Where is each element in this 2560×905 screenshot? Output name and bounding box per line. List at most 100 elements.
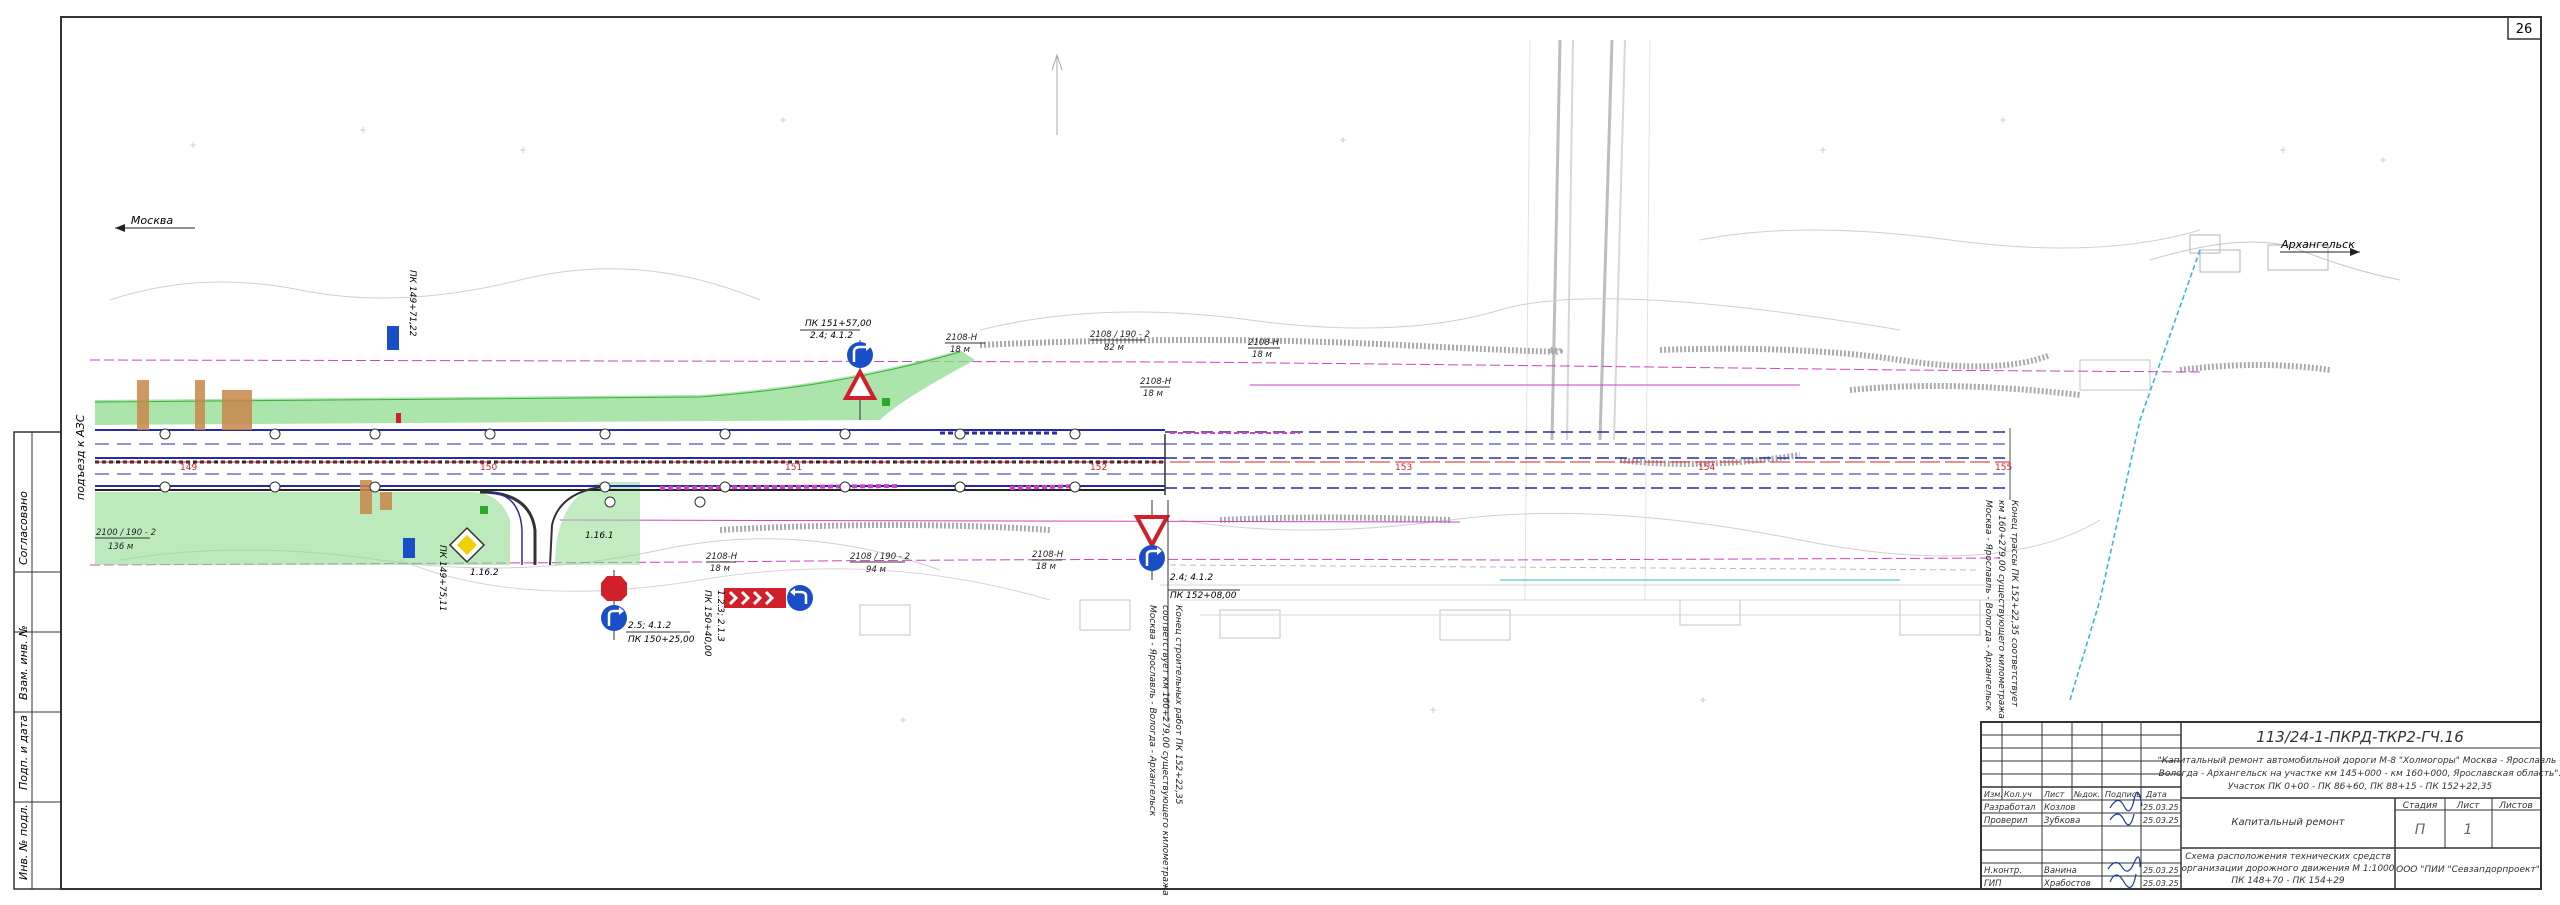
end-of-track-note: Конец трассы ПК 152+22,35 соответствует … [1983,500,2019,719]
col-izm: Изм. [1984,790,2003,799]
end-track-2: км 160+279,00 существующего километража [1996,500,2006,719]
guard-2-len: 18 м [950,345,971,355]
row-1-role: Проверил [1984,816,2028,826]
drawing-title-2: организации дорожного движения М 1:1000 [2181,864,2394,874]
guard-5-len: 18 м [1252,350,1273,360]
pk-left-bottom: ПК 149+75,11 [437,545,447,612]
give-way-inverted-triangle-icon [1133,515,1171,550]
col-data: Дата [2145,790,2167,799]
sign-bottom-code: 2.5; 4.1.2 [628,621,671,631]
left-stamp-strip: Согласовано Взам. инв. № Подп. и дата Ин… [13,431,62,890]
sign-left-code: 1.16.1 [585,531,614,541]
end-note-3: Москва - Ярославль - Вологда - Архангель… [1147,605,1157,817]
title-block-text: 113/24-1-ПКРД-ТКР2-ГЧ.16 "Капитальный ре… [1984,728,2560,889]
stamp-sign-date: Подп. и дата [17,715,30,790]
blue-plate-bottom [403,538,415,558]
end-note-1: Конец строительных работ ПК 152+22,35 [1173,605,1183,805]
boundary-lines [89,359,2201,566]
sheet-value: 1 [2464,822,2473,838]
guard-4: 2108-Н [1140,377,1172,387]
picket-151: 151 [785,463,802,473]
guardrail-callouts: 2100 / 190 - 2 136 м 2108-Н 18 м 2108 / … [95,330,1280,575]
row-4-name: Ванина [2044,866,2077,876]
direction-right-label: Архангельск [2280,238,2355,251]
end-track-3: Москва - Ярославль - Вологда - Архангель… [1983,500,1993,712]
guard-1-len: 136 м [108,542,134,552]
guard-3-len: 82 м [1104,343,1125,353]
stop-sign-icon [601,576,627,601]
stamp-inv: Инв. № подл. [17,804,30,880]
drawing-title-3: ПК 148+70 - ПК 154+29 [2231,876,2345,886]
give-way-triangle-icon [842,367,878,400]
end-note-2: соответствует км 160+279,00 существующег… [1160,605,1170,896]
utility-line-cyan [2069,249,2201,701]
col-ndok: №док. [2073,790,2100,799]
guard-7: 2108-Н [1032,550,1064,560]
drawing-code: 113/24-1-ПКРД-ТКР2-ГЧ.16 [2256,728,2464,746]
row-0-date: 25.03.25 [2143,803,2179,812]
direction-right: Архангельск [2280,238,2360,256]
sign-group-right: 2.4; 4.1.2 ПК 152+08,00 [1133,500,1240,601]
turn-right-sign-icon [1139,545,1165,571]
project-line-3: Участок ПК 0+00 - ПК 86+60, ПК 88+15 - П… [2228,782,2492,792]
side-road-label: подъезд к АЗС [74,414,87,500]
stage-value: П [2415,822,2426,838]
picket-153: 153 [1395,463,1412,473]
picket-149: 149 [180,463,197,473]
sign-top-code: 2.4; 4.1.2 [810,331,853,341]
sign-bottom-2-code: 1.2.3; 2.1.3 [715,590,725,642]
col-podpis: Подпись [2105,790,2141,799]
sign-diamond-code: 1.16.2 [470,568,499,578]
guard-6: 2108 / 190 - 2 [850,552,910,562]
road-plan [94,350,2011,566]
signatures [2107,791,2143,889]
turn-left-sign-icon [787,585,813,611]
row-1-date: 25.03.25 [2143,816,2179,825]
row-4-date: 25.03.25 [2143,866,2179,875]
row-5-date: 25.03.25 [2143,879,2179,888]
direction-left-label: Москва [131,214,173,227]
row-0-role: Разработал [1984,803,2036,813]
row-1-name: Зубкова [2044,816,2080,826]
picket-labels: 149 150 151 152 153 154 155 [180,463,2012,473]
row-5-name: Храбостов [2043,879,2091,889]
sign-group-top: ПК 151+57,00 2.4; 4.1.2 [800,319,878,420]
end-of-works-note: Конец строительных работ ПК 152+22,35 со… [1147,500,1183,896]
row-0-name: Козлов [2044,803,2075,813]
guard-6-len: 94 м [866,565,887,575]
picket-155: 155 [1995,463,2012,473]
turn-right-sign-bottom-icon [601,605,627,631]
guard-7-len: 18 м [1036,562,1057,572]
picket-152: 152 [1090,463,1107,473]
title-block [1980,721,2542,890]
priority-road-sign: 1.16.2 [448,526,499,578]
col-list: Лист [2043,790,2065,799]
picket-154: 154 [1698,463,1715,473]
pk-left-top: ПК 149+71,22 [407,270,417,337]
page-number-box [2507,16,2542,40]
stake-markers [159,428,1081,508]
guard-4-len: 18 м [1143,389,1164,399]
stamp-agreed: Согласовано [17,491,30,565]
sheet-header: Лист [2456,801,2481,811]
sheets-header: Листов [2498,801,2533,811]
guard-8: 2108-Н [706,552,738,562]
work-type: Капитальный ремонт [2231,817,2345,828]
drawing-title-1: Схема расположения технических средств [2185,852,2391,862]
end-track-1: Конец трассы ПК 152+22,35 соответствует [2009,500,2019,708]
col-koluch: Кол.уч [2004,790,2032,799]
direction-left: Москва [115,214,195,232]
chevron-board [724,585,813,611]
topo-background [109,39,2401,723]
row-5-role: ГИП [1984,879,2002,889]
project-line-1: "Капитальный ремонт автомобильной дороги… [2158,756,2560,766]
company-name: ООО "ПИИ "Севзапдорпроект" [2396,865,2540,875]
picket-150: 150 [480,463,497,473]
pk-bottom-sign: ПК 150+25,00 [628,635,695,645]
row-4-role: Н.контр. [1984,866,2022,876]
pk-bottom-sign-2: ПК 150+40,00 [702,590,712,657]
project-line-2: Вологда - Архангельск на участке км 145+… [2159,769,2560,779]
guard-2: 2108-Н [946,333,978,343]
stage-header: Стадия [2403,801,2438,811]
